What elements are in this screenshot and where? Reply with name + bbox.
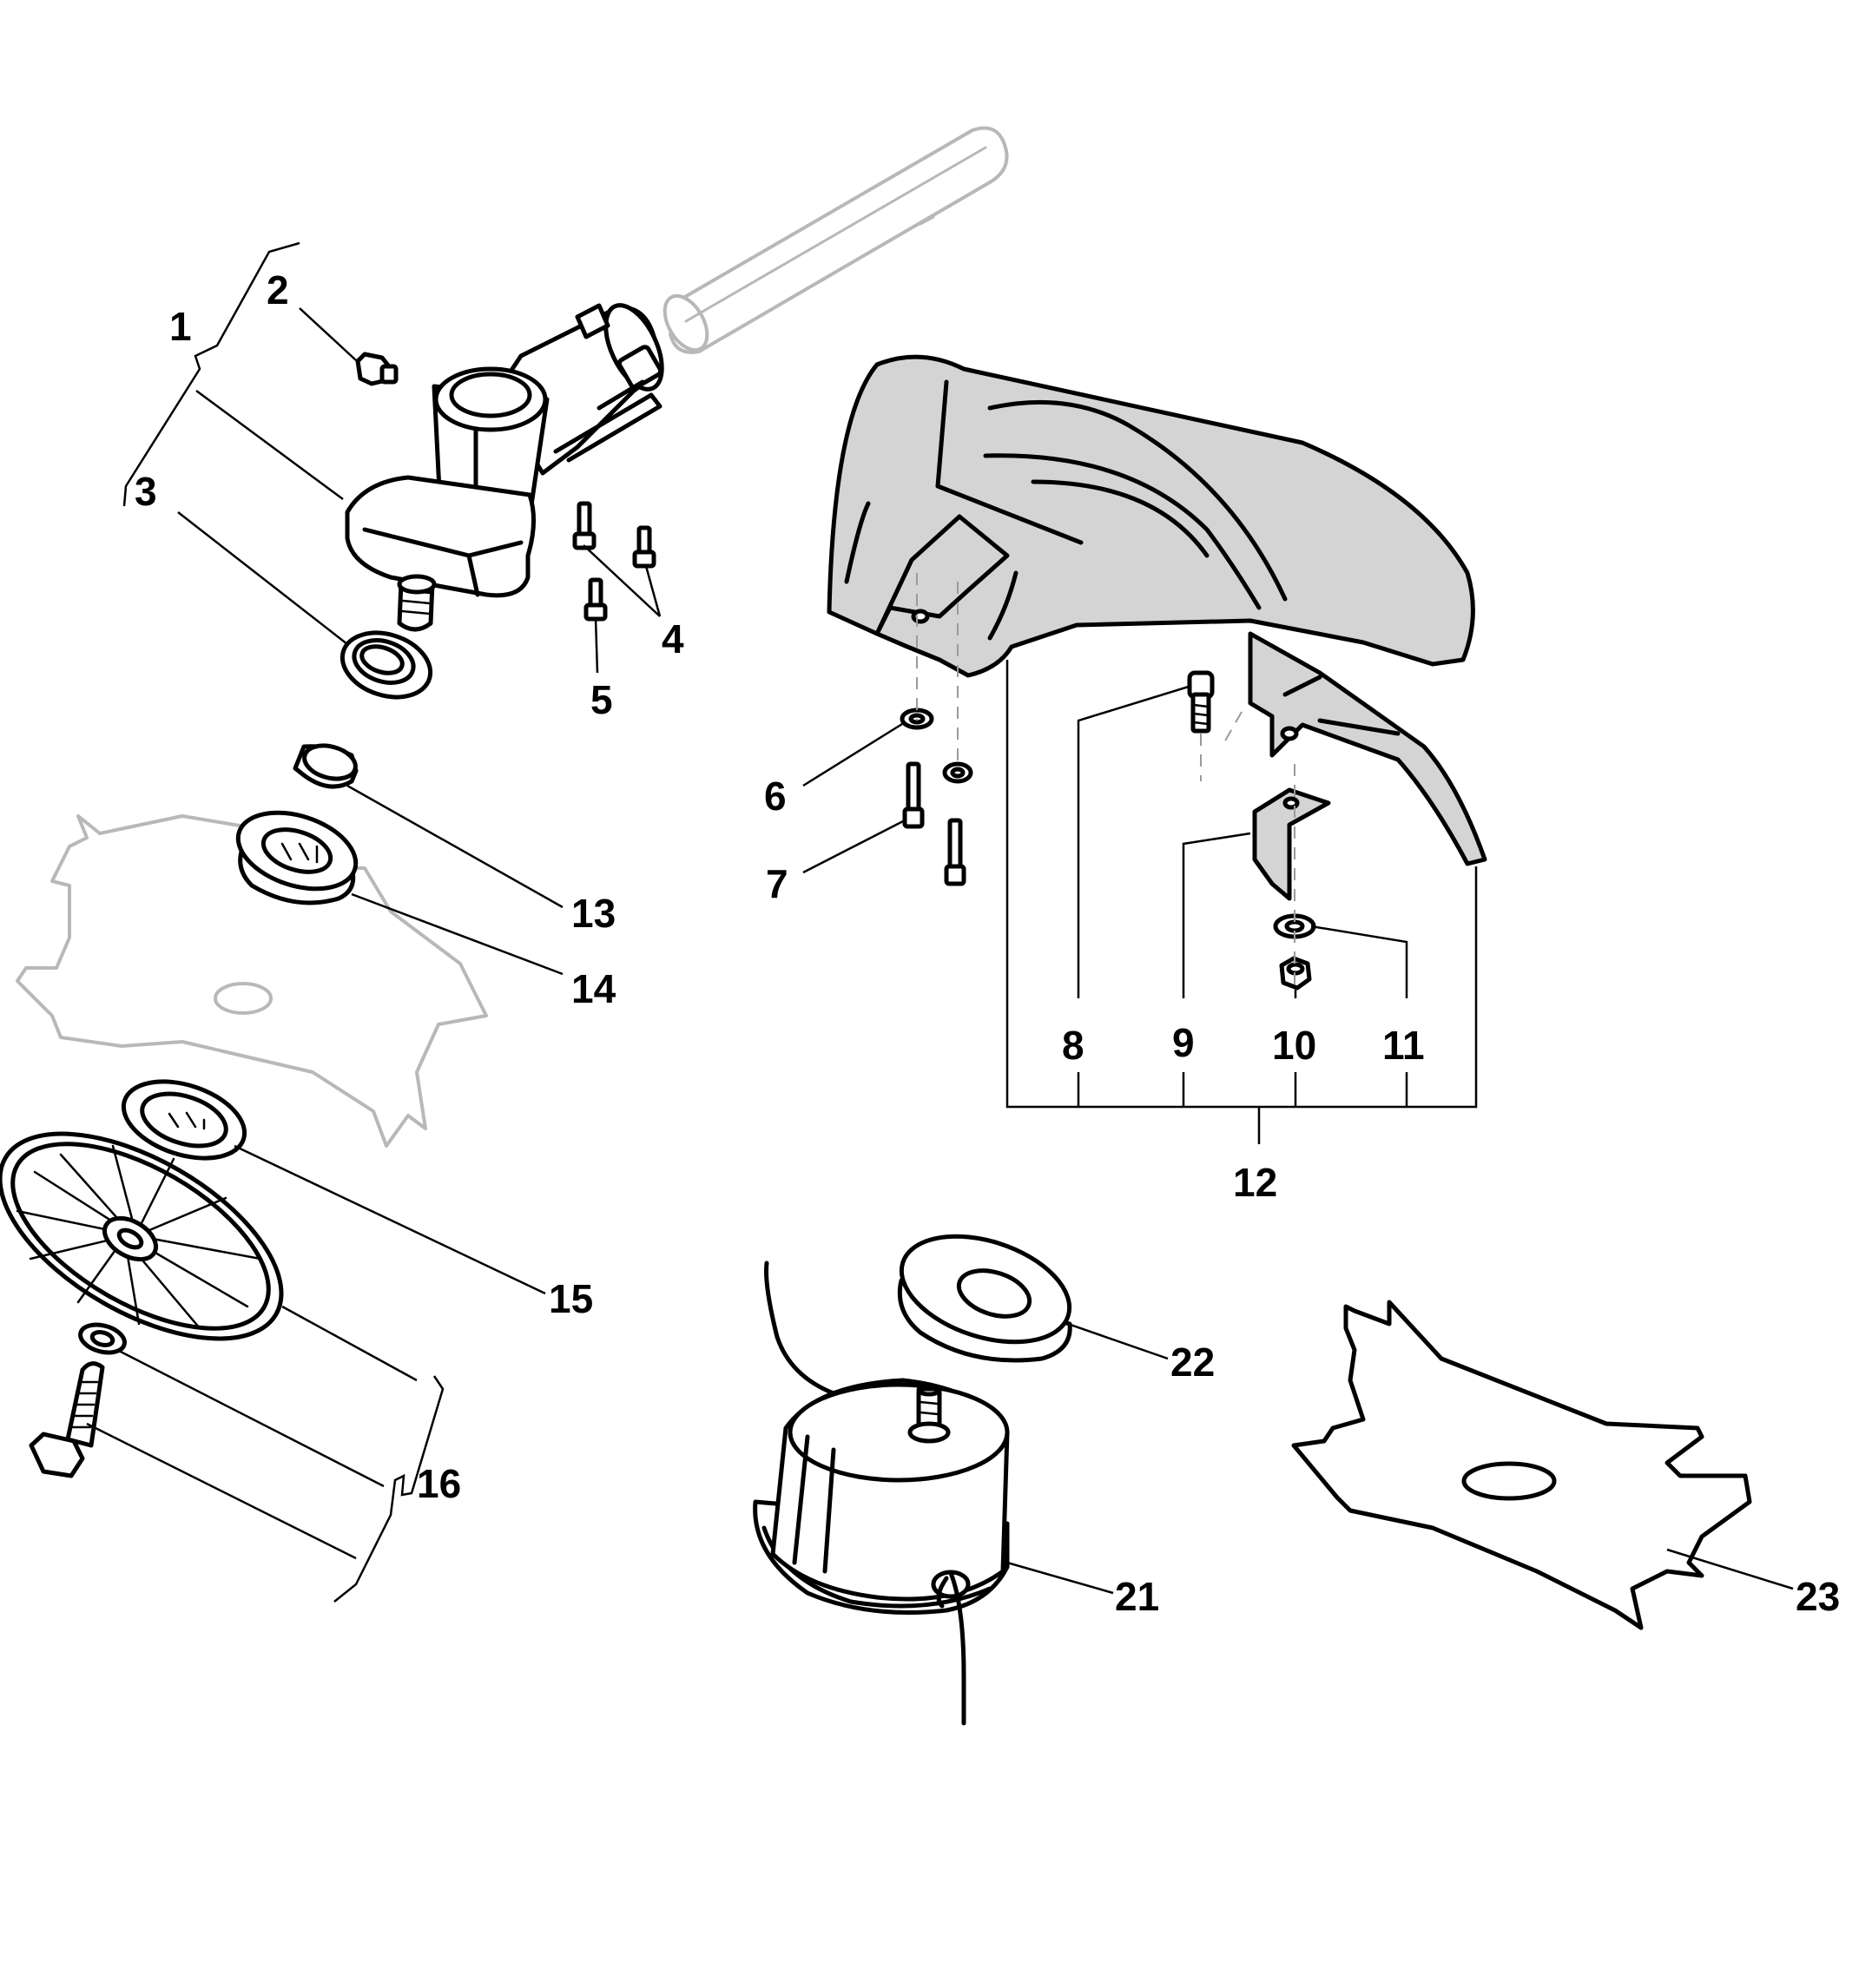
callout-16: 16 [417, 1461, 461, 1506]
callout-8: 8 [1062, 1023, 1084, 1068]
callout-6: 6 [764, 773, 787, 819]
screws-head [572, 501, 656, 622]
plug-screw [355, 352, 399, 386]
callout-21: 21 [1115, 1574, 1159, 1619]
shaft-tube-ghost [663, 126, 1009, 354]
blade-4-tooth [1291, 1300, 1752, 1630]
callout-10: 10 [1272, 1023, 1316, 1068]
trimmer-head [753, 1261, 1010, 1726]
callout-11: 11 [1382, 1023, 1425, 1068]
callout-2: 2 [267, 267, 289, 313]
callout-22: 22 [1170, 1340, 1215, 1385]
callout-13: 13 [571, 891, 616, 936]
seal-ring [339, 630, 433, 700]
cover-cap [897, 1234, 1072, 1363]
leader-lines [86, 241, 1794, 1603]
guard-assembly [827, 354, 1487, 991]
callout-labels: 1 2 3 4 5 6 7 8 9 10 11 12 13 14 15 16 2… [135, 267, 1840, 1619]
gear-head [345, 303, 664, 632]
callout-15: 15 [549, 1276, 593, 1321]
callout-5: 5 [590, 677, 613, 722]
callout-9: 9 [1172, 1020, 1195, 1065]
callout-23: 23 [1796, 1574, 1840, 1619]
flange-washer [121, 1079, 247, 1161]
callout-4: 4 [662, 616, 684, 662]
callout-12: 12 [1233, 1160, 1277, 1205]
callout-3: 3 [135, 469, 157, 514]
callout-14: 14 [571, 966, 616, 1011]
callout-1: 1 [169, 304, 192, 349]
callout-7: 7 [766, 861, 788, 906]
bushing-bearing [235, 743, 359, 905]
protective-disc-kit [0, 1131, 284, 1478]
